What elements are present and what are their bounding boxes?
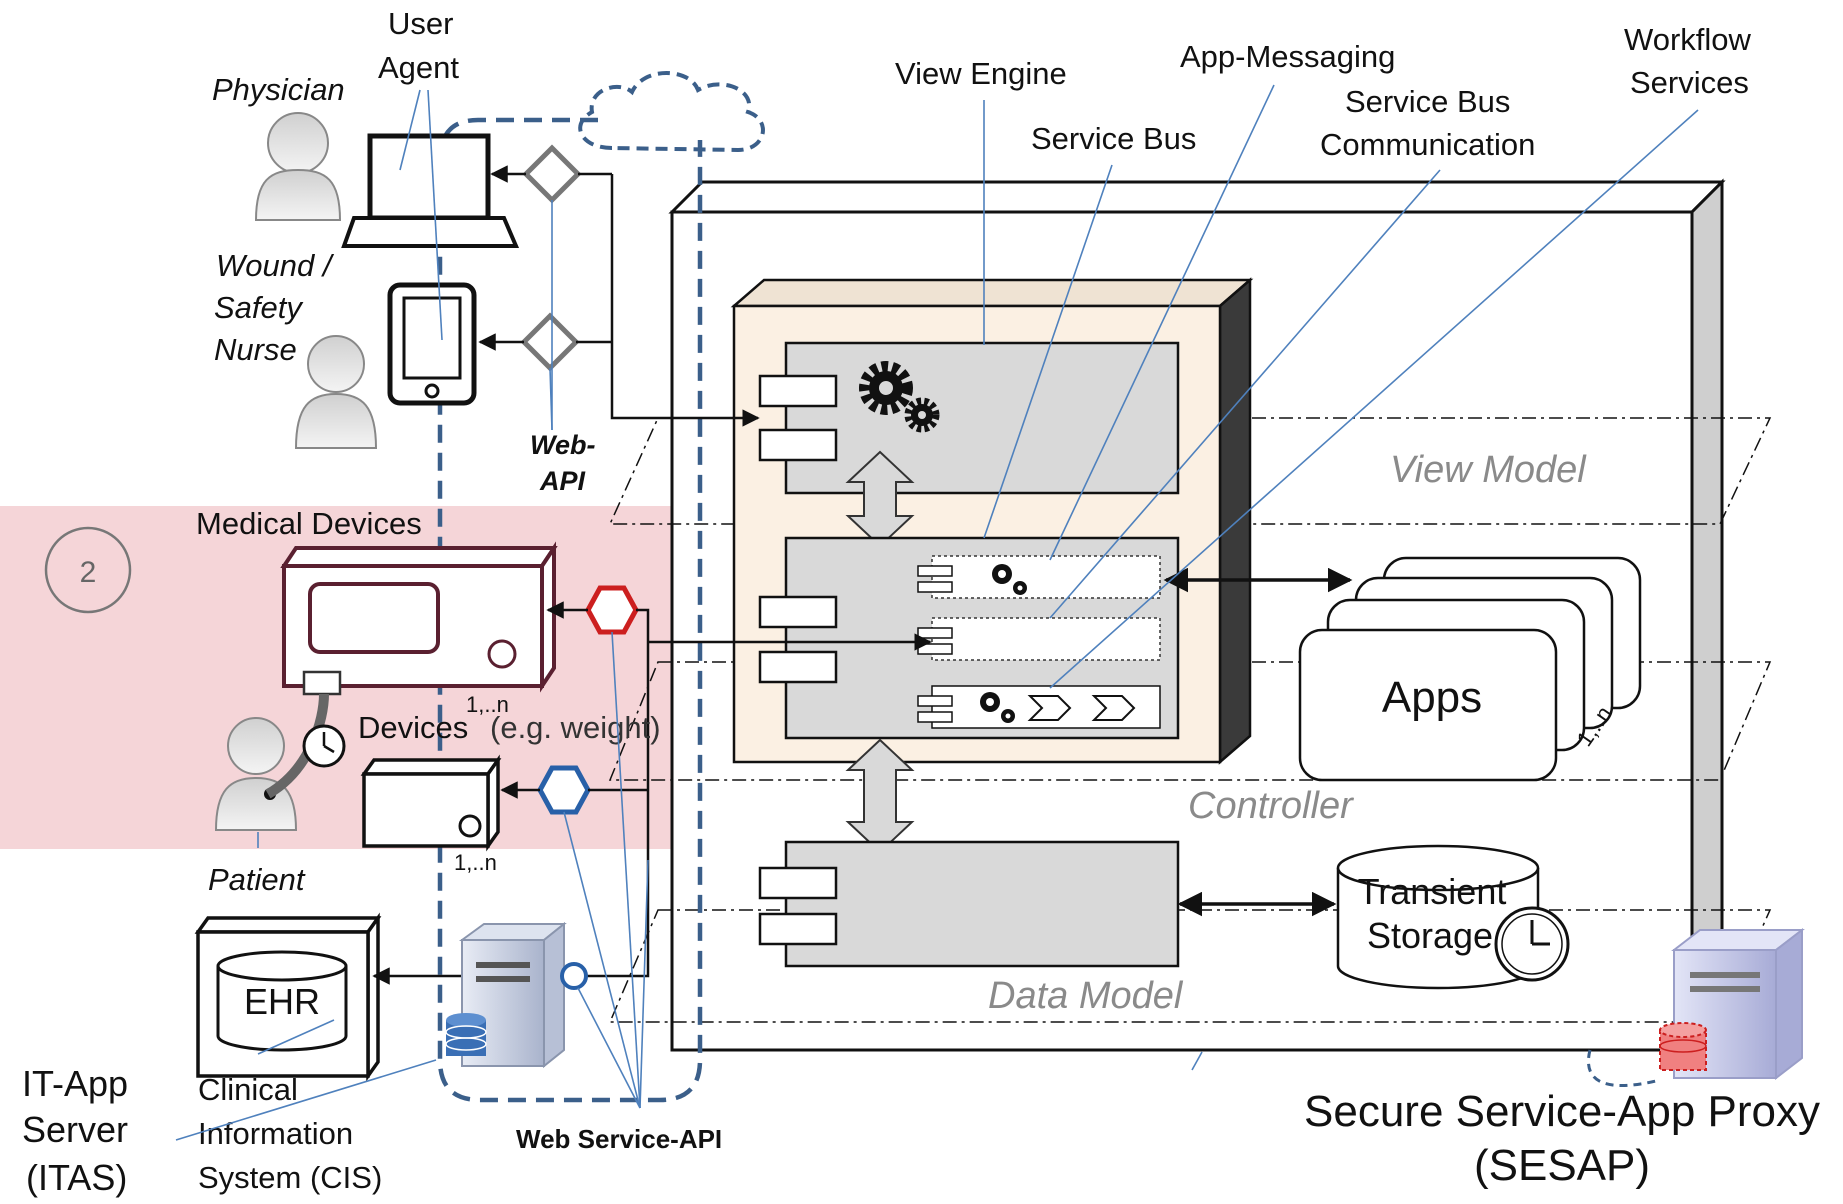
workflow-gears-icon bbox=[980, 692, 1015, 723]
label-cis-2: Information bbox=[198, 1116, 353, 1151]
itas-server-icon bbox=[445, 921, 588, 1069]
weight-device-multiplicity: 1,..n bbox=[454, 850, 497, 875]
tablet-icon bbox=[387, 282, 477, 406]
label-user: User bbox=[388, 6, 453, 41]
apps-label: Apps bbox=[1382, 673, 1482, 722]
chevron-icon bbox=[1091, 695, 1136, 721]
layer-data-model: Data Model bbox=[988, 975, 1184, 1017]
web-api-diamond-1 bbox=[522, 144, 582, 204]
label-nurse-1: Wound / bbox=[216, 248, 335, 283]
label-medical-devices: Medical Devices bbox=[196, 506, 422, 541]
label-sesap-1: Secure Service-App Proxy bbox=[1304, 1087, 1820, 1136]
cloud-shape bbox=[578, 71, 765, 153]
label-nurse-3: Nurse bbox=[214, 332, 297, 367]
controller-component bbox=[758, 536, 1180, 740]
laptop-icon bbox=[341, 133, 520, 248]
web-api-diamond-2 bbox=[520, 312, 580, 372]
blue-hexagon-api bbox=[537, 765, 591, 815]
label-devices: Devices bbox=[358, 710, 468, 745]
label-workflow-2: Services bbox=[1630, 65, 1749, 100]
chevron-icon bbox=[1027, 695, 1072, 721]
small-gears-icon bbox=[992, 564, 1027, 595]
label-view-engine: View Engine bbox=[895, 56, 1067, 91]
red-hexagon-api bbox=[585, 585, 639, 635]
label-itas-1: IT-App bbox=[22, 1063, 128, 1104]
label-web-api-1: Web- bbox=[530, 430, 596, 460]
label-workflow-1: Workflow bbox=[1624, 22, 1752, 57]
sesap-server-icon bbox=[1659, 927, 1805, 1081]
data-model-component bbox=[758, 840, 1180, 968]
database-icon bbox=[445, 1013, 487, 1056]
label-cis-3: System (CIS) bbox=[198, 1160, 382, 1195]
label-service-bus-comm-2: Communication bbox=[1320, 127, 1535, 162]
step-2-number: 2 bbox=[80, 556, 97, 589]
label-devices-example: (e.g. weight) bbox=[490, 710, 661, 745]
label-cis-1: Clinical bbox=[198, 1072, 298, 1107]
label-web-api-2: API bbox=[539, 466, 586, 496]
medical-connectors bbox=[578, 608, 932, 978]
label-itas-2: Server bbox=[22, 1109, 128, 1150]
transient-storage-label-1: Transient bbox=[1358, 871, 1507, 912]
web-service-api-leaders bbox=[563, 631, 649, 1109]
web-api-leaders bbox=[549, 200, 553, 431]
user-agent-connectors bbox=[478, 165, 760, 427]
sesap-dashed-link bbox=[1587, 1049, 1661, 1088]
label-service-bus: Service Bus bbox=[1031, 121, 1196, 156]
layer-view-model: View Model bbox=[1390, 449, 1587, 491]
medical-device-icon bbox=[280, 541, 558, 696]
transient-storage-label-2: Storage bbox=[1367, 915, 1493, 956]
itas-leader bbox=[175, 1059, 437, 1141]
user-agent-leaders bbox=[399, 89, 443, 341]
label-sesap-2: (SESAP) bbox=[1474, 1141, 1650, 1190]
label-agent: Agent bbox=[378, 50, 459, 85]
step-2-badge bbox=[44, 526, 132, 614]
gears-icon bbox=[859, 361, 940, 433]
medical-device-multiplicity: 1,..n bbox=[466, 692, 509, 717]
apps-stack bbox=[1298, 556, 1642, 782]
weight-device-icon bbox=[360, 754, 502, 852]
label-itas-3: (ITAS) bbox=[26, 1157, 127, 1198]
label-service-bus-comm-1: Service Bus bbox=[1345, 84, 1510, 119]
label-nurse-2: Safety bbox=[214, 290, 304, 325]
web-boundary bbox=[437, 117, 703, 1103]
red-database-icon bbox=[1659, 1022, 1707, 1071]
clock-icon bbox=[1494, 906, 1570, 982]
label-app-messaging: App-Messaging bbox=[1180, 39, 1395, 74]
view-engine-component bbox=[758, 341, 1180, 495]
watch-icon bbox=[302, 724, 346, 768]
label-web-service-api: Web Service-API bbox=[516, 1124, 722, 1154]
cis-leader bbox=[257, 1019, 335, 1055]
layer-controller: Controller bbox=[1188, 785, 1354, 827]
nurse-person-icon bbox=[294, 335, 378, 449]
leader-lines bbox=[983, 84, 1699, 1071]
label-physician: Physician bbox=[212, 72, 345, 107]
label-ehr: EHR bbox=[244, 981, 320, 1022]
physician-person-icon bbox=[254, 112, 342, 221]
label-patient: Patient bbox=[208, 862, 306, 897]
